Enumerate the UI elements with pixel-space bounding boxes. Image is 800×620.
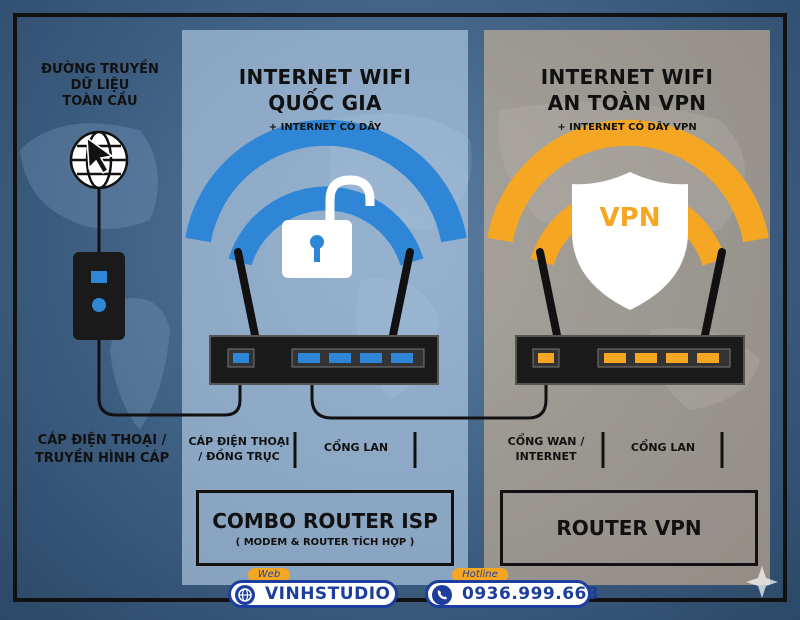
outer-frame — [13, 13, 787, 602]
vpn-router-icon — [515, 248, 745, 385]
global-data-label: ĐƯỜNG TRUYỀN DỮ LIỆU TOÀN CẦU — [41, 62, 159, 109]
isp-title: INTERNET WIFI QUỐC GIA — [238, 65, 412, 115]
vpn-router-box-title: ROUTER VPN — [556, 516, 702, 540]
vpn-lan-port-label: CỔNG LAN — [630, 441, 696, 454]
vpn-shield-icon — [572, 172, 688, 310]
lan-to-wan-cable — [310, 365, 548, 420]
vpn-subtitle: + INTERNET CÓ DÂY VPN — [557, 122, 697, 133]
web-tag: Web — [248, 568, 290, 582]
hotline-badge[interactable]: 0936.999.663 — [425, 580, 599, 608]
wall-jack-port — [91, 271, 107, 283]
hotline-tag: Hotline — [452, 568, 508, 582]
vpn-router-box: ROUTER VPN — [500, 490, 758, 566]
wall-jack-coax — [92, 298, 106, 312]
isp-router-box-title: COMBO ROUTER ISP — [212, 508, 438, 533]
isp-coax-port-label: CÁP ĐIỆN THOẠI / ĐỒNG TRỤC — [188, 435, 290, 463]
web-badge[interactable]: VINHSTUDIO — [228, 580, 398, 608]
cursor-icon — [86, 136, 114, 175]
wall-jack-icon — [73, 252, 125, 340]
vpn-wan-port-label: CỔNG WAN / INTERNET — [507, 435, 585, 463]
isp-router-box-subtitle: ( MODEM & ROUTER TÍCH HỢP ) — [235, 536, 415, 548]
isp-router-icon — [209, 248, 439, 385]
vpn-shield-text: VPN — [599, 203, 661, 233]
port-separators — [293, 432, 724, 468]
coax-cable — [97, 340, 242, 417]
isp-router-box: COMBO ROUTER ISP ( MODEM & ROUTER TÍCH H… — [196, 490, 454, 566]
web-value: VINHSTUDIO — [265, 584, 391, 604]
unlocked-padlock-icon — [282, 175, 375, 278]
hotline-value: 0936.999.663 — [462, 584, 600, 604]
isp-subtitle: + INTERNET CÓ DÂY — [268, 122, 382, 133]
globe-small-icon — [235, 585, 255, 605]
cable-type-label: CÁP ĐIỆN THOẠI / TRUYỀN HÌNH CÁP — [34, 433, 170, 466]
sparkle-icon — [746, 566, 778, 598]
isp-lan-port-label: CỔNG LAN — [323, 441, 389, 454]
vpn-title: INTERNET WIFI AN TOÀN VPN — [540, 65, 714, 115]
phone-icon — [432, 585, 452, 605]
